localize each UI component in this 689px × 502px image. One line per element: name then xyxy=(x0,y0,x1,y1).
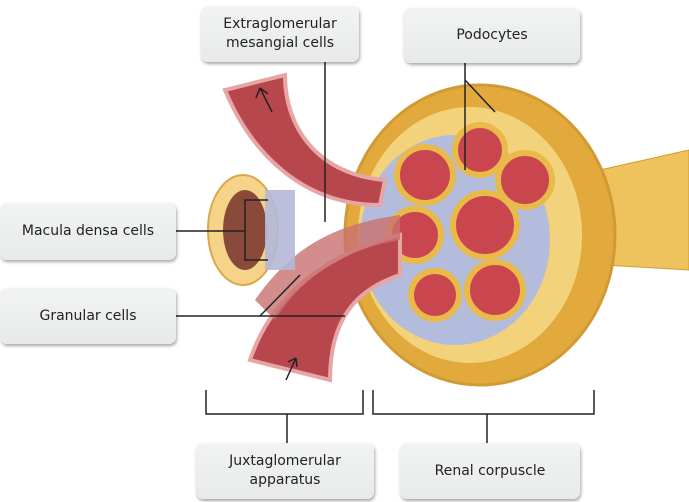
arterioles-illustration xyxy=(222,72,402,383)
distal-tubule-illustration xyxy=(207,174,295,286)
label-extraglomerular-mesangial-cells: Extraglomerular mesangial cells xyxy=(201,6,359,62)
renal-corpuscle-illustration xyxy=(343,83,689,387)
label-text: Juxtaglomerular apparatus xyxy=(229,453,341,488)
flow-arrow-icon xyxy=(255,87,273,113)
label-renal-corpuscle: Renal corpuscle xyxy=(400,443,580,499)
label-text: Granular cells xyxy=(39,307,137,324)
label-text: Renal corpuscle xyxy=(434,462,546,479)
label-juxtaglomerular-apparatus: Juxtaglomerular apparatus xyxy=(196,443,374,499)
label-text: Macula densa cells xyxy=(21,223,155,239)
label-text: Podocytes xyxy=(456,27,528,43)
label-macula-densa-cells: Macula densa cells xyxy=(0,203,176,260)
leader-lines xyxy=(176,62,595,443)
flow-arrow-icon xyxy=(285,357,298,381)
label-podocytes: Podocytes xyxy=(404,8,580,63)
label-text: Extraglomerular mesangial cells xyxy=(223,16,337,51)
label-granular-cells: Granular cells xyxy=(0,288,176,344)
